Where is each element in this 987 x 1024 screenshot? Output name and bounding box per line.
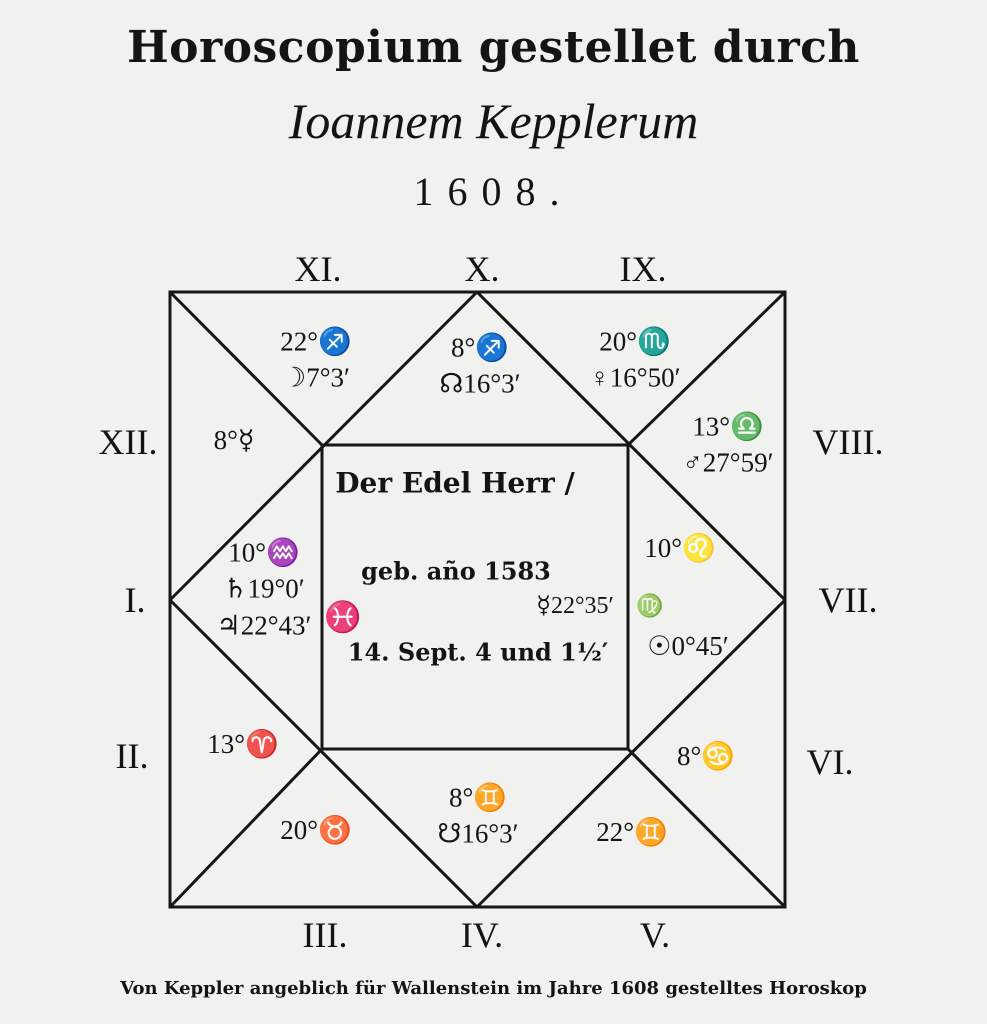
chart-year: 1608. (413, 169, 574, 214)
house-xi-cusp: 22°♐ (280, 326, 352, 357)
chart-title: Horoscopium gestellet durch (127, 22, 860, 73)
house-vii-sun: ☉0°45′ (647, 630, 729, 661)
house-iv-cusp: 8°♊ (449, 782, 507, 813)
house-vii-mercury: ☿22°35′ (536, 592, 614, 619)
house-label-iv: IV. (460, 915, 504, 955)
house-viii-mars: ♂27°59′ (682, 448, 774, 478)
house-i-cusp: 10°♒ (228, 537, 300, 568)
house-viii-cusp: 13°♎ (692, 411, 764, 442)
house-label-iii: III. (302, 915, 348, 955)
house-label-ii: II. (115, 736, 149, 776)
house-v-cusp: 22°♊ (596, 816, 668, 847)
house-label-viii: VIII. (812, 422, 884, 462)
chart-author: Ioannem Kepplerum (288, 93, 699, 149)
house-v-content: 22°♊ (596, 814, 667, 850)
caption: Von Keppler angeblich für Wallenstein im… (120, 978, 867, 999)
center-title: Der Edel Herr / (335, 466, 575, 500)
house-iii-cusp: 20°♉ (280, 814, 352, 845)
inner-square (320, 443, 630, 751)
house-xii-cusp: 8°☿ (213, 424, 255, 455)
house-label-xi: XI. (294, 249, 342, 289)
diagonal-top-right (626, 290, 787, 447)
diamond-edge-top-right (475, 290, 787, 602)
house-iv-south-node: ☋16°3′ (437, 819, 519, 849)
house-i-jupiter: ♃22°43′ (216, 610, 312, 641)
house-ii-content: 13°♈ (207, 726, 278, 762)
house-iii-content: 20°♉ (280, 812, 351, 848)
house-vi-cusp: 8°♋ (677, 740, 735, 771)
house-iv-content: 8°♊ ☋16°3′ (437, 780, 518, 853)
house-label-x: X. (464, 249, 500, 289)
house-vii-virgo: ♍ (636, 593, 664, 619)
center-birth-date: 14. Sept. 4 und 1½′ (347, 637, 609, 667)
house-label-i: I. (124, 580, 146, 620)
house-i-saturn: ♄19°0′ (223, 573, 305, 604)
house-xi-moon: ☽7°3′ (282, 363, 350, 393)
house-label-xii: XII. (98, 422, 158, 462)
house-i-content: 10°♒ ♄19°0′ ♃22°43′ (217, 534, 312, 643)
house-ix-content: 20°♏ ♀16°50′ (590, 324, 681, 397)
house-label-ix: IX. (619, 249, 667, 289)
house-xi-content: 22°♐ ☽7°3′ (280, 324, 351, 397)
house-label-vi: VI. (806, 742, 854, 782)
diagonal-top-left (168, 290, 324, 447)
diamond-edge-bottom-left (168, 598, 479, 909)
house-ii-cusp: 13°♈ (207, 728, 279, 759)
house-x-content: 8°♐ ☊16°3′ (439, 330, 520, 403)
house-vii-cusp: 10°♌ (644, 532, 716, 563)
house-x-cusp: 8°♐ (451, 332, 509, 363)
house-ix-cusp: 20°♏ (599, 326, 671, 357)
house-x-node: ☊16°3′ (439, 369, 521, 399)
house-vi-content: 8°♋ (677, 738, 735, 774)
center-birth-year: geb. año 1583 (361, 556, 551, 586)
house-i-pisces: ♓ (324, 600, 362, 634)
diagonal-bottom-right (626, 747, 787, 909)
house-label-v: V. (639, 915, 671, 955)
house-label-vii: VII. (818, 580, 878, 620)
house-xii-content: 8°☿ (214, 422, 255, 458)
diagonal-bottom-left (168, 747, 324, 909)
house-viii-content: 13°♎ ♂27°59′ (683, 409, 774, 482)
diamond-edge-top-left (168, 290, 479, 602)
house-vii-content: 10°♌ (644, 530, 715, 566)
house-ix-venus: ♀16°50′ (589, 363, 681, 393)
